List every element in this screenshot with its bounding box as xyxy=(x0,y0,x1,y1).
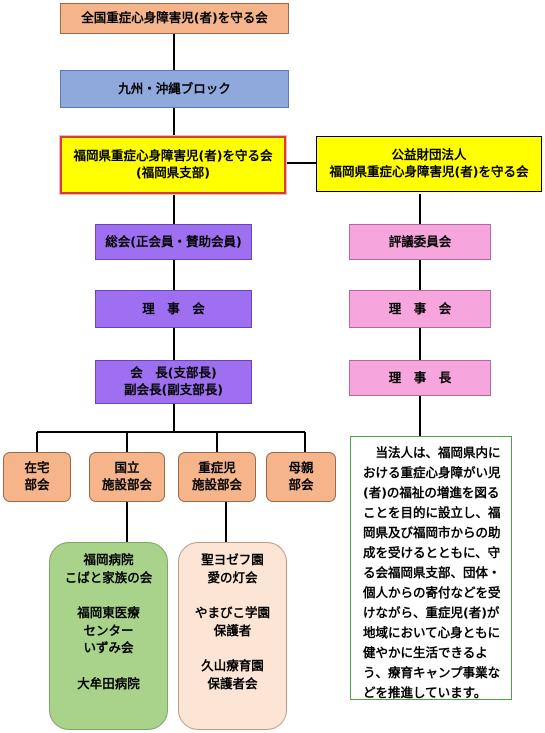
branch-board-box: 理 事 会 xyxy=(95,290,252,328)
department-mothers-line2: 部会 xyxy=(288,477,314,492)
council-box: 評議委員会 xyxy=(349,224,491,260)
facility-center: センター xyxy=(83,622,134,638)
fukuoka-branch-box: 福岡県重症心身障害児(者)を守る会 (福岡県支部) xyxy=(60,136,286,194)
facility-yamabiko: やまびこ学園 xyxy=(194,605,270,620)
national-association-name: 全国重症心身障害児(者)を守る会 xyxy=(81,10,268,26)
chairman-label: 理 事 長 xyxy=(388,369,452,385)
facility-kobato-family: こばと家族の会 xyxy=(64,569,153,585)
vice-president-label: 副会長(副支部長) xyxy=(124,382,223,397)
facility-st-joseph: 聖ヨゼフ園 xyxy=(201,552,264,567)
foundation-board-box: 理 事 会 xyxy=(349,290,491,328)
kyushu-okinawa-block-box: 九州・沖縄ブロック xyxy=(60,70,289,108)
department-severe-line2: 施設部会 xyxy=(191,477,242,492)
national-facilities-list: 福岡病院 こばと家族の会 福岡東医療 センター いずみ会 大牟田病院 xyxy=(49,542,168,730)
foundation-description: 当法人は、福岡県内における重症心身障がい児(者)の福祉の増進を図ることを目的に設… xyxy=(350,436,512,700)
council-label: 評議委員会 xyxy=(388,233,452,249)
facility-fukuoka-higashi: 福岡東医療 xyxy=(77,605,140,620)
foundation-name: 福岡県重症心身障害児(者)を守る会 xyxy=(329,164,529,179)
national-association-box: 全国重症心身障害児(者)を守る会 xyxy=(60,3,289,34)
department-home-care: 在宅 部会 xyxy=(3,452,71,502)
facility-hisayama: 久山療育園 xyxy=(201,658,264,673)
general-assembly-label: 総会(正会員・賛助会員) xyxy=(105,233,242,249)
department-severe-line1: 重症児 xyxy=(198,460,236,476)
department-mothers: 母親 部会 xyxy=(266,452,336,502)
general-assembly-box: 総会(正会員・賛助会員) xyxy=(95,224,252,260)
department-home-care-line1: 在宅 xyxy=(24,460,50,476)
facility-fukuoka-hospital: 福岡病院 xyxy=(83,552,134,567)
branch-name: 福岡県重症心身障害児(者)を守る会 xyxy=(73,148,273,164)
branch-board-label: 理 事 会 xyxy=(142,300,205,316)
department-severe-facilities: 重症児 施設部会 xyxy=(178,452,256,502)
facility-omuta-hospital: 大牟田病院 xyxy=(77,675,140,691)
president-label: 会 長(支部長) xyxy=(130,365,217,381)
foundation-board-label: 理 事 会 xyxy=(388,300,452,316)
block-name: 九州・沖縄ブロック xyxy=(118,80,231,96)
foundation-box: 公益財団法人 福岡県重症心身障害児(者)を守る会 xyxy=(316,136,542,192)
facility-yamabiko-guardians: 保護者 xyxy=(213,622,252,638)
facility-ai-no-tomoshibi: 愛の灯会 xyxy=(207,569,258,585)
chairman-box: 理 事 長 xyxy=(349,360,491,396)
department-national-line1: 国立 xyxy=(114,460,140,476)
department-home-care-line2: 部会 xyxy=(24,477,50,492)
severe-facilities-list: 聖ヨゼフ園 愛の灯会 やまびこ学園 保護者 久山療育園 保護者会 xyxy=(178,542,287,730)
president-box: 会 長(支部長) 副会長(副支部長) xyxy=(95,360,252,404)
department-national-facilities: 国立 施設部会 xyxy=(89,452,165,502)
foundation-type: 公益財団法人 xyxy=(391,147,467,163)
facility-izumi-kai: いずみ会 xyxy=(83,640,134,655)
facility-hisayama-guardians: 保護者会 xyxy=(207,675,258,691)
branch-subtitle: (福岡県支部) xyxy=(136,165,210,180)
department-mothers-line1: 母親 xyxy=(288,460,314,476)
department-national-line2: 施設部会 xyxy=(101,477,152,492)
